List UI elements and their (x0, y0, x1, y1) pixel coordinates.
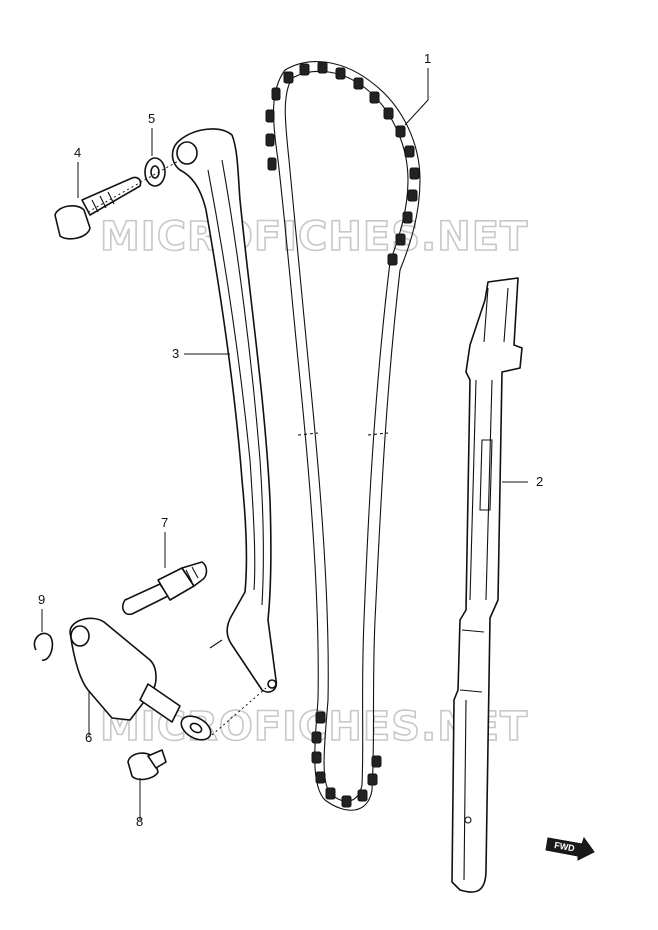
washer (144, 157, 166, 187)
circlip (33, 632, 54, 661)
cam-chain (265, 61, 421, 811)
leader-lines (41, 68, 528, 820)
callout-8: 8 (136, 814, 143, 829)
fwd-label: FWD (553, 840, 575, 853)
callout-1: 1 (424, 51, 431, 66)
callout-9: 9 (38, 592, 45, 607)
callout-5: 5 (148, 111, 155, 126)
assembly-lines (87, 159, 267, 736)
tensioner-guide (171, 128, 278, 693)
callout-6: 6 (85, 730, 92, 745)
callout-2: 2 (536, 474, 543, 489)
chain-guide (451, 277, 523, 893)
chain-tensioner (69, 617, 212, 741)
tensioner-stud (122, 561, 208, 616)
callout-3: 3 (172, 346, 179, 361)
tensioner-bolt (127, 749, 167, 781)
guide-bolt (54, 176, 142, 240)
callout-7: 7 (161, 515, 168, 530)
callout-4: 4 (74, 145, 81, 160)
fwd-arrow-icon: FWD (545, 836, 595, 861)
watermark-top: MICROFICHES.NET (100, 214, 528, 260)
